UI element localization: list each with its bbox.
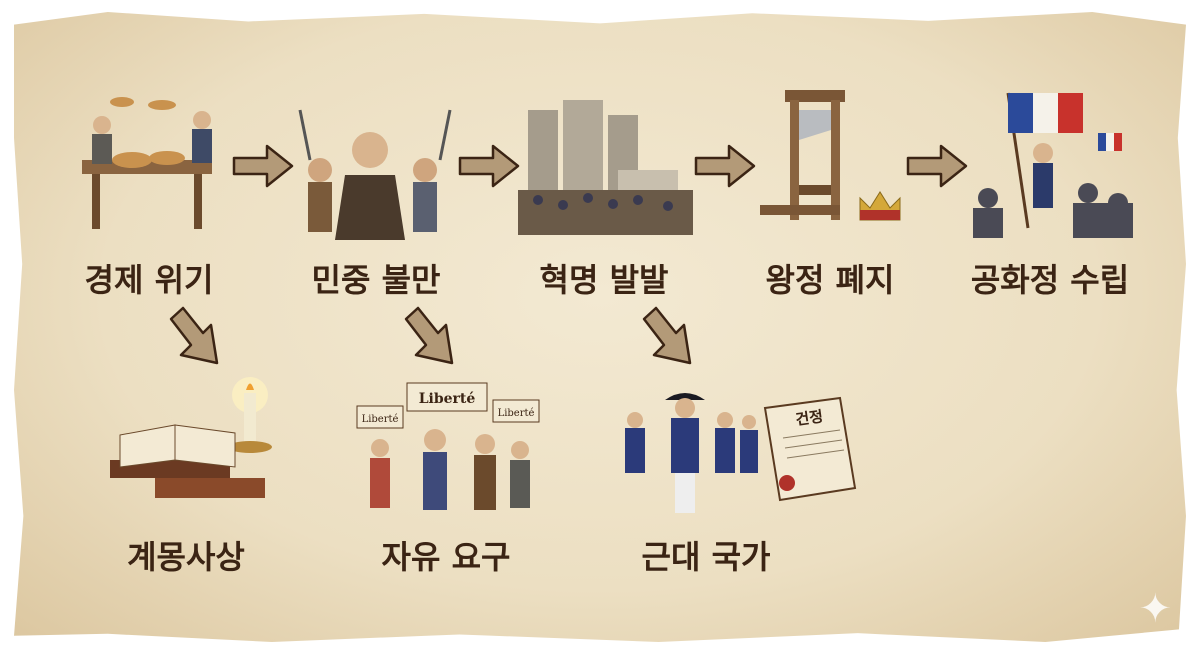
- liberty-protest-illustration: Liberté Liberté Liberté: [356, 382, 540, 510]
- bread-riot-illustration: [82, 97, 212, 229]
- down-right-arrow-icon: [642, 306, 692, 365]
- french-flag-assembly-illustration: [973, 92, 1133, 238]
- bastille-storming-illustration: [518, 100, 693, 235]
- step-label-enlightenment: 계몽사상: [127, 538, 245, 576]
- banner-liberte-left: Liberté: [362, 414, 399, 425]
- right-arrow-icon: [458, 144, 520, 188]
- banner-liberte-center: Liberté: [419, 391, 476, 407]
- right-arrow-icon: [232, 144, 294, 188]
- right-arrow-icon: [694, 144, 756, 188]
- step-label-republic-established: 공화정 수립: [970, 261, 1130, 299]
- step-label-monarchy-abolished: 왕정 폐지: [765, 261, 895, 299]
- constitution-document-title: 건정: [794, 407, 824, 429]
- step-label-public-discontent: 민중 불만: [311, 261, 441, 299]
- step-label-modern-state: 근대 국가: [641, 538, 771, 576]
- angry-crowd-illustration: [298, 109, 452, 240]
- step-label-economic-crisis: 경제 위기: [84, 261, 214, 299]
- right-arrow-icon: [906, 144, 968, 188]
- guillotine-crown-illustration: [760, 90, 901, 221]
- banner-liberte-right: Liberté: [498, 408, 535, 419]
- step-label-revolution-outbreak: 혁명 발발: [539, 261, 669, 299]
- down-right-arrow-icon: [169, 306, 219, 365]
- step-label-demand-for-freedom: 자유 요구: [381, 538, 511, 576]
- napoleon-soldiers-constitution-illustration: 건정: [625, 393, 857, 513]
- sparkle-icon: ✦: [1138, 586, 1172, 632]
- down-right-arrow-icon: [404, 306, 454, 365]
- books-candle-illustration: [110, 377, 272, 498]
